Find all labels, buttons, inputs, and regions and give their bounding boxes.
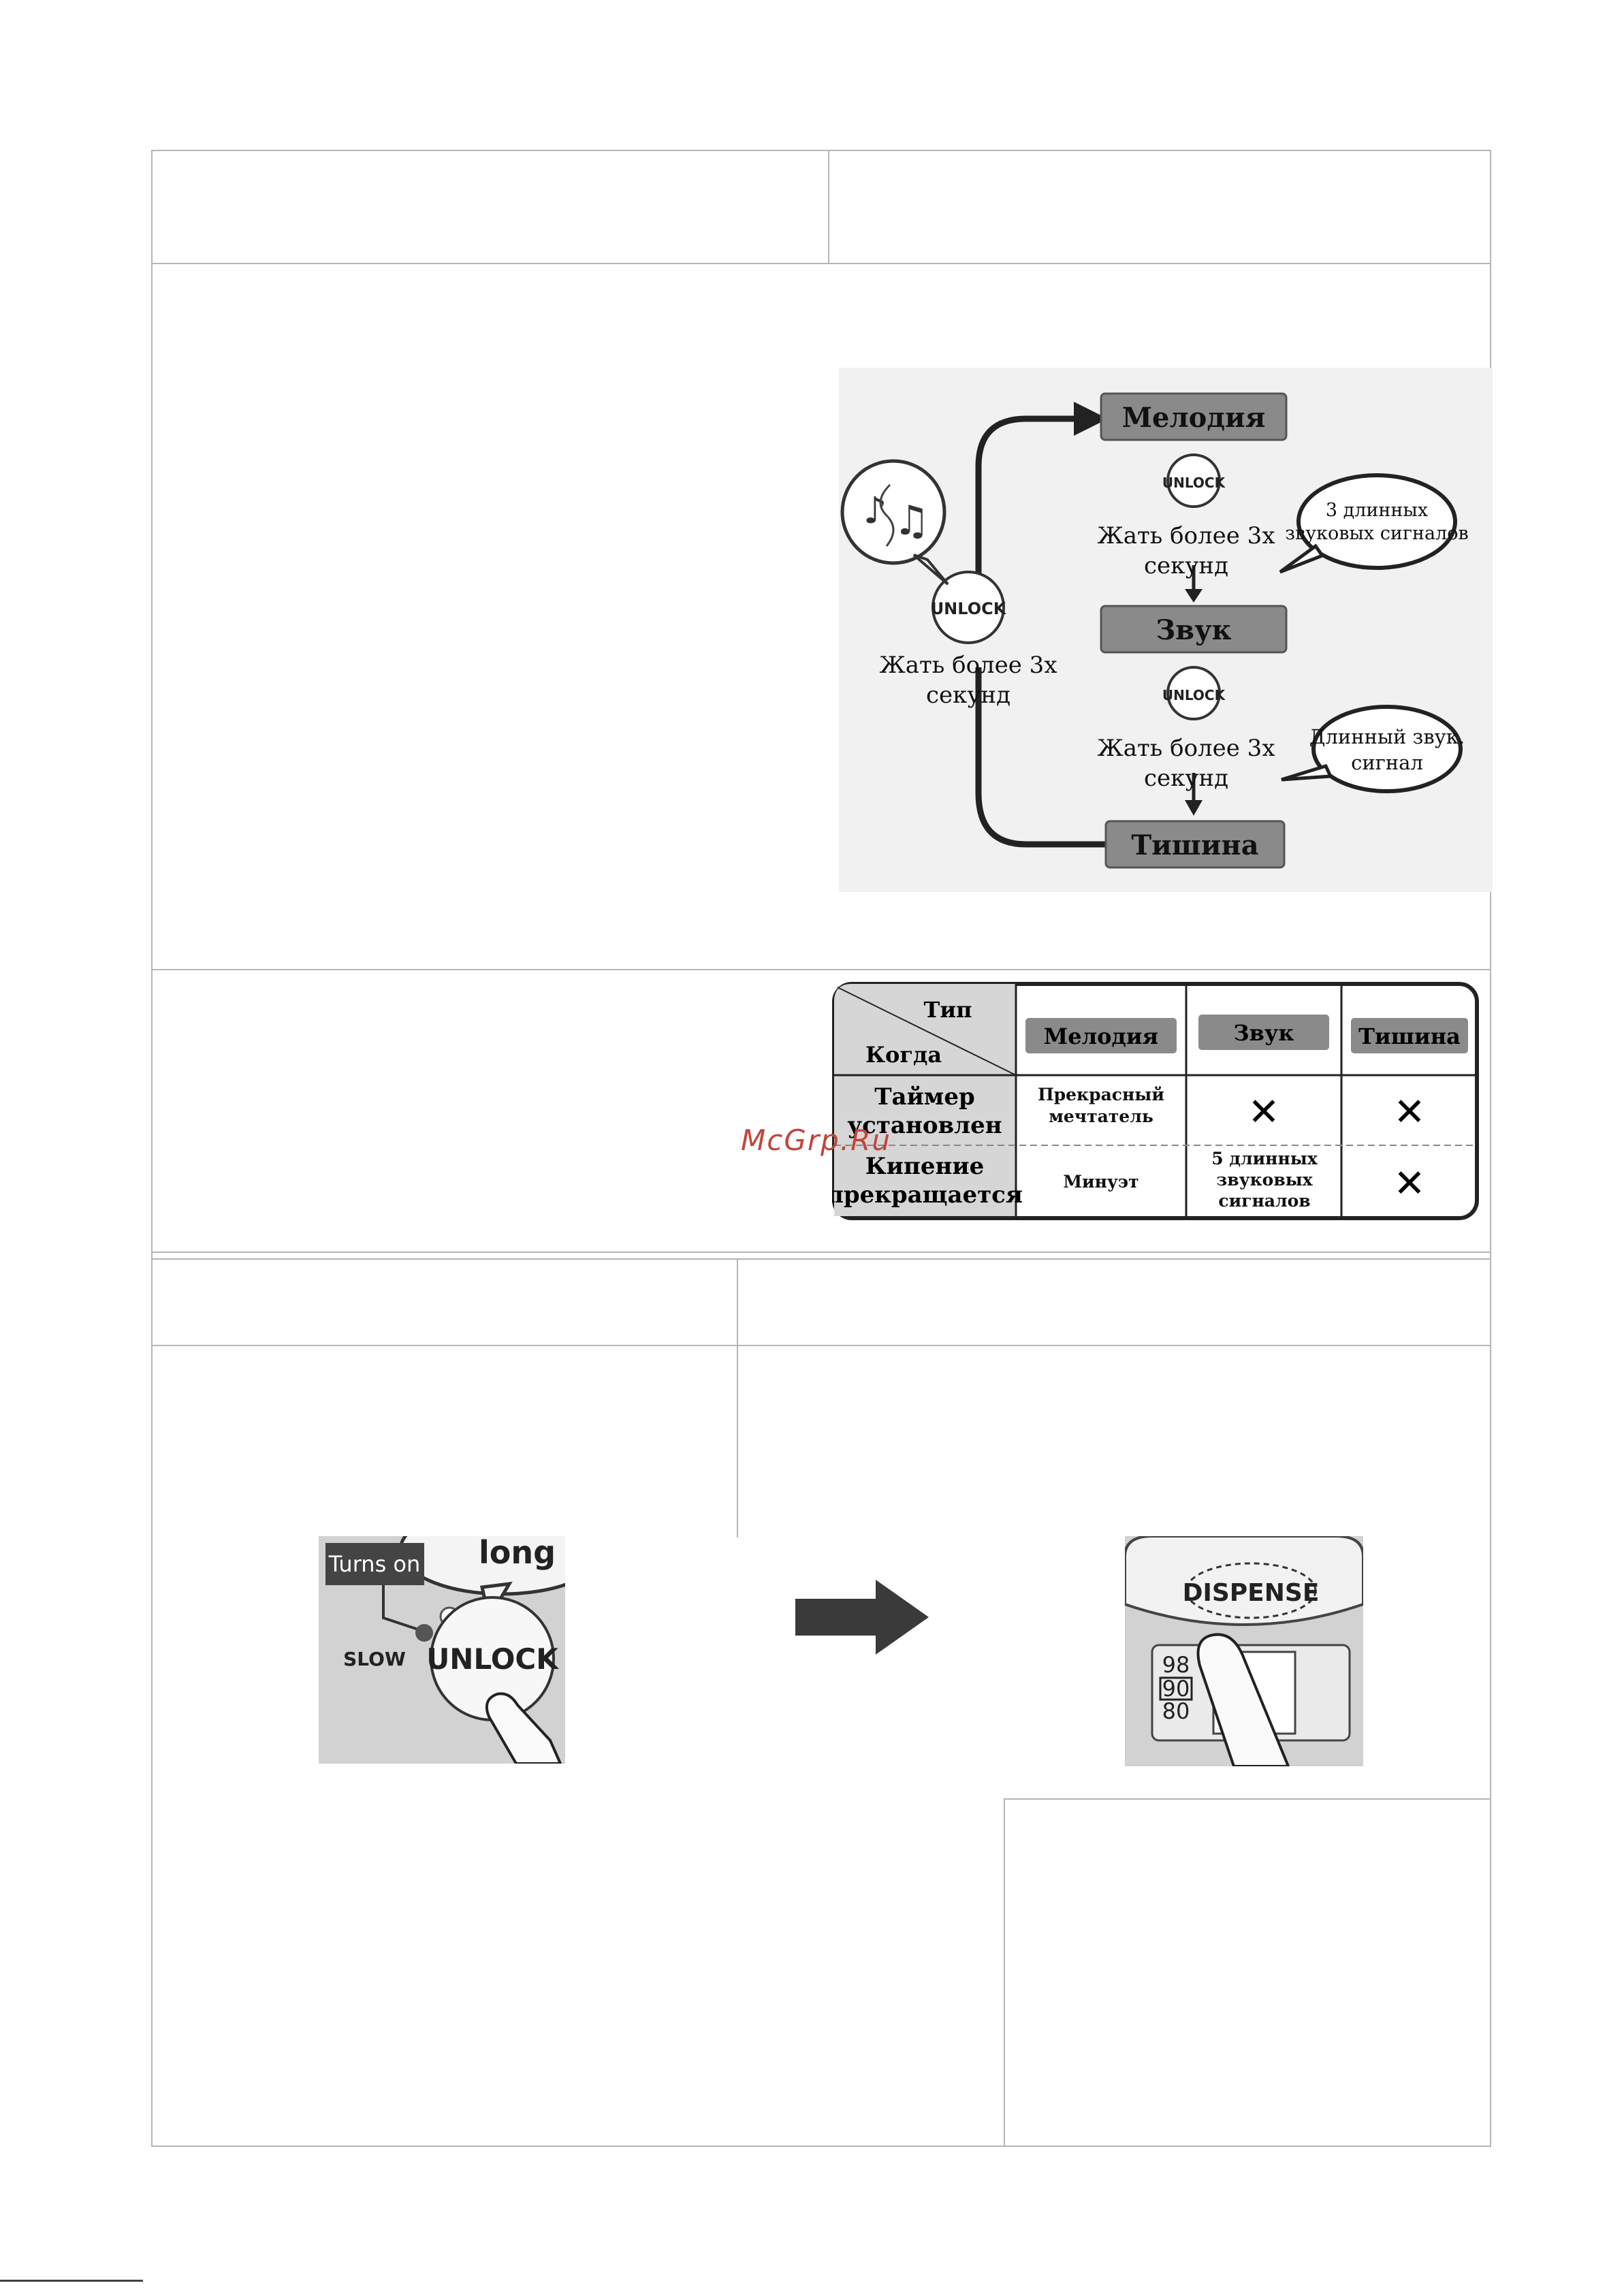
press-text: секунд [1144,765,1228,792]
press-text: Жать более 3х [880,652,1057,679]
row-label-timer: Таймер [874,1083,975,1111]
cross-icon: ✕ [1394,1090,1426,1134]
col-header-sound [1198,1015,1329,1050]
music-note-icon: ♫ [893,497,930,545]
state-melody-label: Мелодия [1122,402,1266,434]
turns-on-label: Turns on [328,1551,421,1577]
bubble-text: звуковых сигналов [1285,523,1468,544]
unlock-label: UNLOCK [1162,475,1226,491]
frame-top [151,150,1491,151]
press-text: Жать более 3х [1098,735,1275,762]
press-text: Жать более 3х [1098,522,1275,549]
dispense-label: DISPENSE [1183,1579,1320,1607]
music-bubble [840,459,946,565]
divider-row4 [151,1258,1491,1260]
cell-boil-sound: 5 длинных звуковых сигналов [1211,1149,1318,1211]
press-text: секунд [926,682,1010,709]
cell-timer-melody: Прекрасный мечтатель [1038,1085,1164,1126]
divider-row3 [151,1252,1491,1253]
corner-type-label: Тип [924,997,972,1023]
bubble-partial-text: long 2 [479,1536,565,1571]
finger-icon [1196,1633,1290,1766]
slow-label: SLOW [343,1648,406,1670]
temp-98-label: 98 [1162,1652,1190,1678]
finger-icon [485,1692,562,1764]
row-label-boil: прекращается [832,1181,1023,1209]
temp-90-label: 90 [1162,1676,1190,1702]
unlock-photo-label: UNLOCK [426,1642,559,1676]
unlock-label: UNLOCK [931,599,1007,618]
col-header-label: Тишина [1358,1023,1461,1049]
cross-icon: ✕ [1248,1090,1280,1134]
footer-rule [0,2280,143,2282]
col-header-silence [1351,1018,1468,1053]
temp-80-label: 80 [1162,1698,1190,1724]
row-label-timer: установлен [847,1112,1002,1139]
bubble-text: Длинный звук. [1309,725,1465,748]
state-silence [1104,820,1286,869]
divider-bottom-h [1004,1798,1491,1800]
corner-when-label: Когда [865,1042,942,1068]
press-text: секунд [1144,552,1228,579]
frame-left [151,150,153,2147]
arrow-down-icon [1185,589,1203,603]
frame-bottom [151,2146,1491,2147]
divider-mid-v [737,1258,738,1538]
state-silence-label: Тишина [1131,829,1258,861]
unlock-button-icon [932,571,1005,644]
cell-boil-melody: Минуэт [1063,1172,1139,1192]
col-header-label: Звук [1234,1020,1294,1046]
col-header-melody [1025,1018,1177,1053]
arrow-right-icon [795,1580,929,1655]
sound-type-table: Тип Когда Мелодия Звук Тишина Таймер уст… [832,982,1479,1220]
bubble-text: сигнал [1351,751,1423,774]
bubble-text: 3 длинных [1326,500,1428,521]
state-sound [1100,605,1288,654]
divider-bottom-v [1004,1798,1005,2147]
watermark: McGrp.Ru [741,1124,891,1157]
arrow-down-icon [1185,800,1203,816]
divider-row1 [151,263,1491,264]
beep-bubble-2 [1311,705,1463,793]
row-label-boil: Кипение [865,1153,984,1180]
unlock-button-icon [1166,453,1221,508]
arrow-head-icon [1074,402,1108,436]
unlock-button-icon [1166,666,1221,720]
state-melody [1100,392,1288,441]
frame-right [1490,150,1491,2147]
divider-row5 [151,1345,1491,1346]
cross-icon: ✕ [1394,1162,1426,1206]
sound-mode-diagram: Мелодия Звук Тишина UNLOCK UNLOCK UNLOCK… [839,368,1493,892]
beep-bubble-1 [1296,473,1457,570]
unlock-photo: long 2 Turns on SLOW UNLOCK [319,1536,565,1764]
indicator-lamp-icon [415,1624,433,1642]
state-sound-label: Звук [1156,614,1231,646]
divider-header-v [828,150,829,263]
unlock-label: UNLOCK [1162,687,1226,703]
divider-row2 [151,969,1491,970]
col-header-label: Мелодия [1044,1023,1158,1049]
dispense-photo: DISPENSE 98 90 80 60 [1125,1536,1363,1766]
